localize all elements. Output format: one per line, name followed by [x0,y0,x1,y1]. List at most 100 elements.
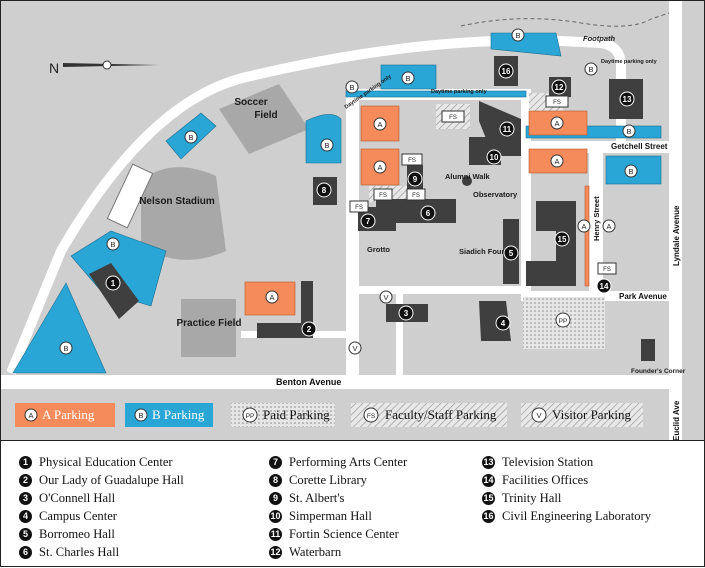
legend-b-marker-icon [134,408,148,422]
roads [1,1,682,441]
marker-a: A [373,160,387,174]
building-badges: 1 2 3 4 5 6 7 8 9 10 11 12 13 14 15 16 [105,63,635,337]
marker-v: V [379,290,393,304]
west-drive-road [346,99,359,379]
label-lyndale-avenue: Lyndale Avenue [672,205,681,266]
svg-text:B: B [110,240,115,249]
svg-text:A: A [377,120,382,129]
svg-text:A: A [377,163,382,172]
marker-fs: FS [597,262,617,275]
building-name: St. Albert's [289,490,345,505]
building-number-badge: 5 [19,527,32,541]
marker-fs: FS [545,95,569,108]
marker-b: B [511,28,525,42]
campus-lane [356,286,526,294]
building-name: Waterbarn [289,544,342,559]
label-field: Field [254,110,277,121]
label-practice-field: Practice Field [176,318,241,329]
label-alumni-walk: Alumni Walk [445,172,491,181]
badge-building-9: 9 [407,171,423,187]
badge-building-1: 1 [105,275,121,291]
building-name: Fortin Science Center [289,526,399,541]
building-legend-item: 2 Our Lady of Guadalupe Hall [19,471,184,489]
marker-pp: PP [555,312,571,328]
building-number-badge: 11 [269,527,282,541]
legend-a-parking-label: A Parking [42,407,95,422]
building-number-badge: 10 [269,509,282,523]
building-number-badge: 7 [269,455,282,469]
label-founders-corner: Founder's Corner [631,368,686,375]
marker-a: A [577,219,591,233]
badge-building-4: 4 [495,315,511,331]
badge-building-5: 5 [503,245,519,261]
building-name: Corette Library [289,472,367,487]
svg-text:4: 4 [501,319,506,328]
b-lot-pe [70,230,167,307]
building-number-badge: 3 [19,491,32,505]
building-number-badge: 2 [19,473,32,487]
b-strip-north-drive [345,90,527,98]
ring-road [6,35,626,375]
legend-b-parking-label: B Parking [152,407,205,422]
marker-fs: FS [349,200,369,213]
svg-text:A: A [269,293,274,302]
compass-center-icon [102,60,112,70]
building-founders-corner [641,339,655,361]
parking-legend: A A Parking B B Parking PP Paid Parking … [15,400,681,441]
svg-text:2: 2 [307,325,312,334]
marker-b: B [320,138,334,152]
note-daytime-parking-2: Daytime parking only [431,89,488,95]
building-name: Campus Center [39,508,117,523]
label-soccer: Soccer [234,97,267,108]
practice-field [181,299,236,357]
legend-visitor-label: Visitor Parking [552,407,632,422]
svg-text:B: B [588,65,593,74]
badge-building-15: 15 [554,231,570,247]
label-grotto: Grotto [367,245,390,254]
svg-text:15: 15 [558,235,567,244]
svg-text:PP: PP [559,318,568,325]
building-legend-column-1: 1 Physical Education Center 2 Our Lady of … [19,453,184,561]
svg-text:1: 1 [111,279,116,288]
nelson-stadium-field [141,167,226,260]
building-name: Our Lady of Guadalupe Hall [39,472,184,487]
svg-text:FS: FS [603,267,611,273]
campus-path-south [396,291,403,375]
badge-building-13: 13 [619,91,635,107]
building-name: Simperman Hall [289,508,372,523]
marker-a: A [265,290,279,304]
building-name: Physical Education Center [39,454,173,469]
svg-text:FS: FS [408,158,416,164]
marker-b: B [59,341,73,355]
label-observatory: Observatory [473,190,518,199]
marker-fs: FS [406,188,426,201]
building-number-badge: 1 [19,455,32,469]
b-lot-south [12,282,107,374]
badge-building-7: 7 [360,213,376,229]
svg-text:7: 7 [366,217,371,226]
label-footpath: Footpath [583,34,615,43]
svg-text:V: V [383,293,388,302]
lyndale-avenue-road [669,1,682,441]
svg-text:16: 16 [502,67,511,76]
svg-text:B: B [626,127,631,136]
parking-markers: A A A A A A A B B B B B B B B B B FS FS … [59,28,638,355]
compass: N [49,60,159,76]
building-trinity-hall [526,201,576,286]
svg-text:V: V [352,344,357,353]
label-siadich-fountain: Siadich Fountain [459,247,520,256]
marker-fs: FS [401,153,423,166]
marker-b: B [622,124,636,138]
stadium-bleachers [106,163,154,229]
marker-v: V [348,341,362,355]
marker-b: B [184,130,198,144]
svg-text:6: 6 [426,209,431,218]
svg-text:FS: FS [355,205,363,211]
marker-b: B [624,164,638,178]
